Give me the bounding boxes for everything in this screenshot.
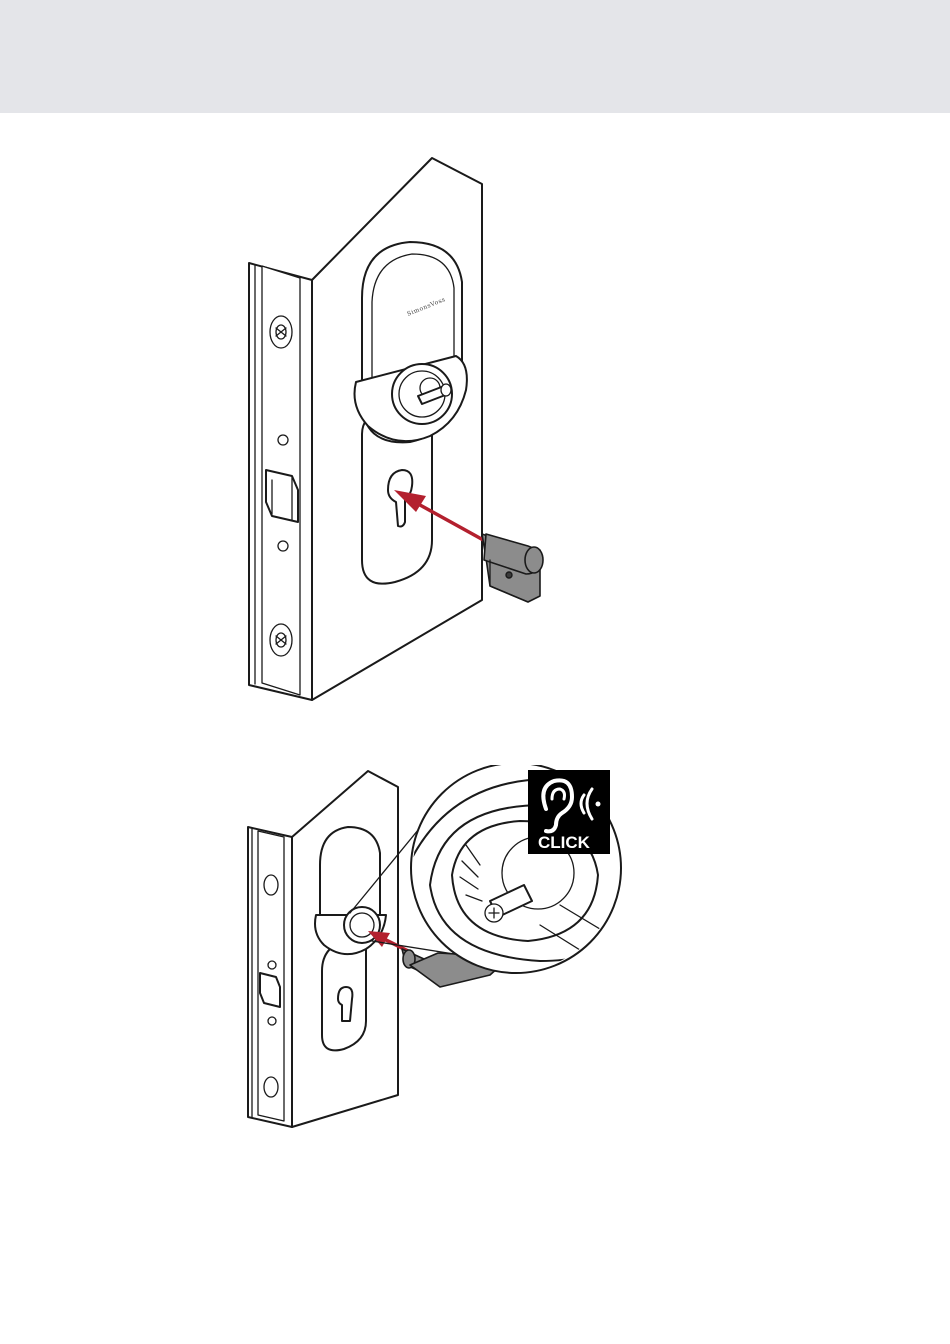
step-2-illustration: CLICK [0,765,950,1135]
click-badge: CLICK [528,770,610,854]
door-edge-illustration [248,771,398,1127]
half-cylinder-illustration [482,534,543,602]
click-label: CLICK [538,833,591,852]
header-band [0,0,950,113]
step-1-illustration: SimonsVoss [0,150,950,710]
